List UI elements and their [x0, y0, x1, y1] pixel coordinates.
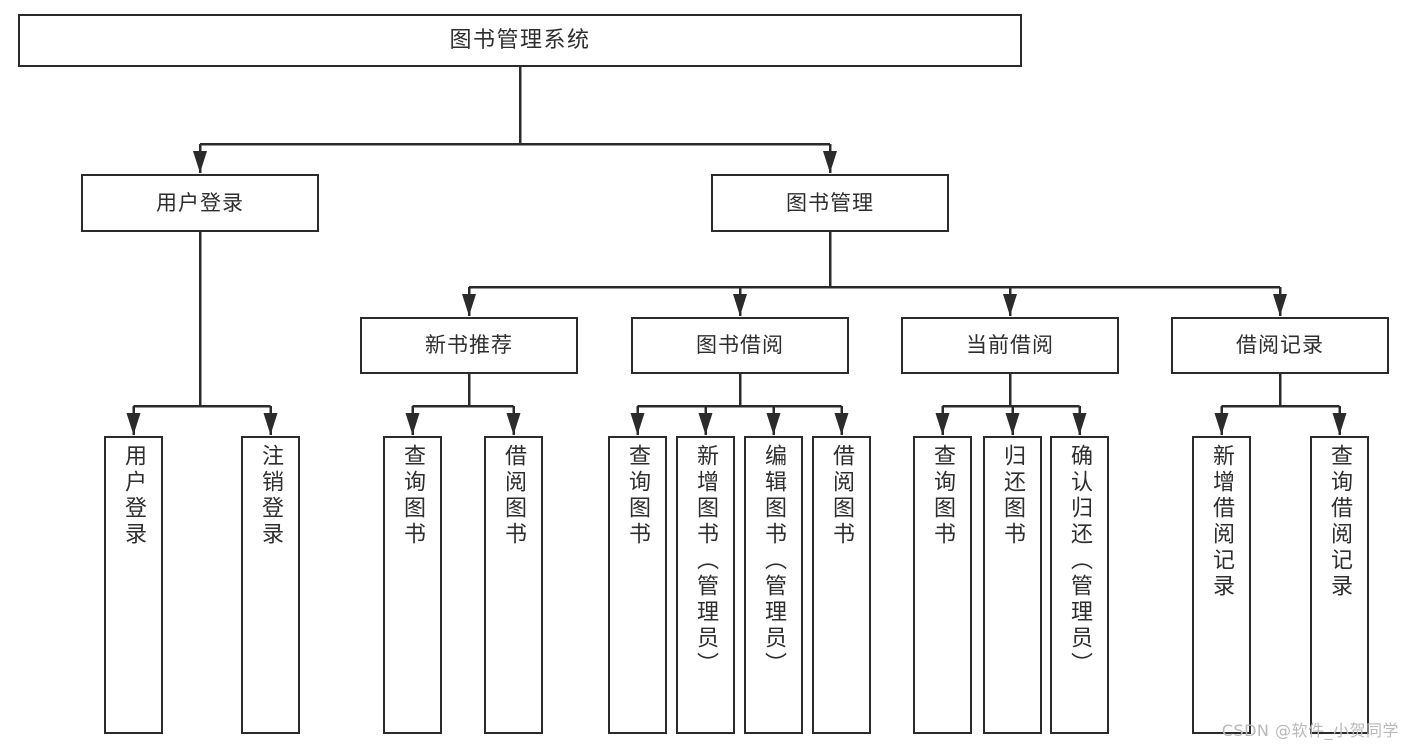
node-leaf-rec-borrow[interactable]: 借阅图书 [484, 436, 543, 734]
node-new-book-rec[interactable]: 新书推荐 [360, 317, 578, 374]
node-label-current-borrow: 当前借阅 [966, 333, 1054, 358]
node-label-new-book-rec: 新书推荐 [425, 333, 513, 358]
node-label-leaf-borrow-query: 查询图书 [625, 444, 651, 548]
arrowhead-leaf-user-logout [263, 413, 278, 435]
node-label-user-login: 用户登录 [156, 190, 244, 215]
arrowhead-leaf-rec-add [1214, 413, 1229, 435]
node-leaf-borrow-add[interactable]: 新增图书（管理员） [676, 436, 735, 734]
node-leaf-user-logout[interactable]: 注销登录 [241, 436, 300, 734]
node-book-borrow[interactable]: 图书借阅 [631, 317, 849, 374]
node-label-borrow-record: 借阅记录 [1236, 333, 1324, 358]
node-leaf-borrow-edit[interactable]: 编辑图书（管理员） [744, 436, 803, 734]
arrowhead-book-borrow [733, 294, 747, 316]
node-label-leaf-rec-search: 查询借阅记录 [1327, 444, 1353, 600]
node-label-leaf-borrow-add: 新增图书（管理员） [693, 444, 719, 678]
arrowhead-user-login [193, 151, 207, 173]
node-root[interactable]: 图书管理系统 [18, 14, 1022, 67]
node-leaf-cur-confirm[interactable]: 确认归还（管理员） [1050, 436, 1109, 734]
node-label-root: 图书管理系统 [449, 27, 591, 53]
node-book-manage[interactable]: 图书管理 [711, 174, 949, 232]
node-leaf-borrow-query[interactable]: 查询图书 [608, 436, 667, 734]
node-leaf-borrow-lend[interactable]: 借阅图书 [812, 436, 871, 734]
node-leaf-rec-query[interactable]: 查询图书 [383, 436, 442, 734]
node-label-leaf-rec-borrow: 借阅图书 [501, 444, 527, 548]
arrowhead-leaf-user-login [126, 413, 141, 435]
node-label-leaf-user-login: 用户登录 [121, 444, 147, 548]
node-leaf-cur-query[interactable]: 查询图书 [913, 436, 972, 734]
arrowhead-leaf-rec-search [1332, 413, 1347, 435]
arrowhead-leaf-borrow-edit [766, 413, 781, 435]
node-leaf-cur-return[interactable]: 归还图书 [983, 436, 1042, 734]
arrowhead-leaf-borrow-add [698, 413, 713, 435]
node-label-leaf-rec-query: 查询图书 [400, 444, 426, 548]
node-label-leaf-rec-add: 新增借阅记录 [1209, 444, 1235, 600]
arrowhead-leaf-rec-query [405, 413, 420, 435]
node-leaf-rec-add[interactable]: 新增借阅记录 [1192, 436, 1251, 734]
node-label-book-manage: 图书管理 [786, 190, 874, 215]
arrowhead-leaf-borrow-lend [834, 413, 849, 435]
arrowhead-leaf-cur-confirm [1072, 413, 1087, 435]
node-user-login[interactable]: 用户登录 [81, 174, 319, 232]
arrowhead-leaf-cur-return [1005, 413, 1020, 435]
arrowhead-leaf-borrow-query [630, 413, 645, 435]
node-label-leaf-cur-query: 查询图书 [930, 444, 956, 548]
arrowhead-new-book-rec [462, 294, 476, 316]
node-label-leaf-user-logout: 注销登录 [258, 444, 284, 548]
node-borrow-record[interactable]: 借阅记录 [1171, 317, 1389, 374]
node-label-leaf-borrow-lend: 借阅图书 [829, 444, 855, 548]
node-leaf-rec-search[interactable]: 查询借阅记录 [1310, 436, 1369, 734]
node-label-leaf-borrow-edit: 编辑图书（管理员） [761, 444, 787, 678]
watermark: CSDN @软件_小贺同学 [1221, 721, 1399, 740]
node-label-book-borrow: 图书借阅 [696, 333, 784, 358]
node-label-leaf-cur-confirm: 确认归还（管理员） [1067, 444, 1093, 678]
node-current-borrow[interactable]: 当前借阅 [901, 317, 1119, 374]
arrowhead-borrow-record [1273, 294, 1287, 316]
node-leaf-user-login[interactable]: 用户登录 [104, 436, 163, 734]
node-label-leaf-cur-return: 归还图书 [1000, 444, 1026, 548]
arrowhead-current-borrow [1003, 294, 1017, 316]
arrowhead-leaf-rec-borrow [506, 413, 521, 435]
arrowhead-book-manage [823, 151, 837, 173]
arrowhead-leaf-cur-query [935, 413, 950, 435]
